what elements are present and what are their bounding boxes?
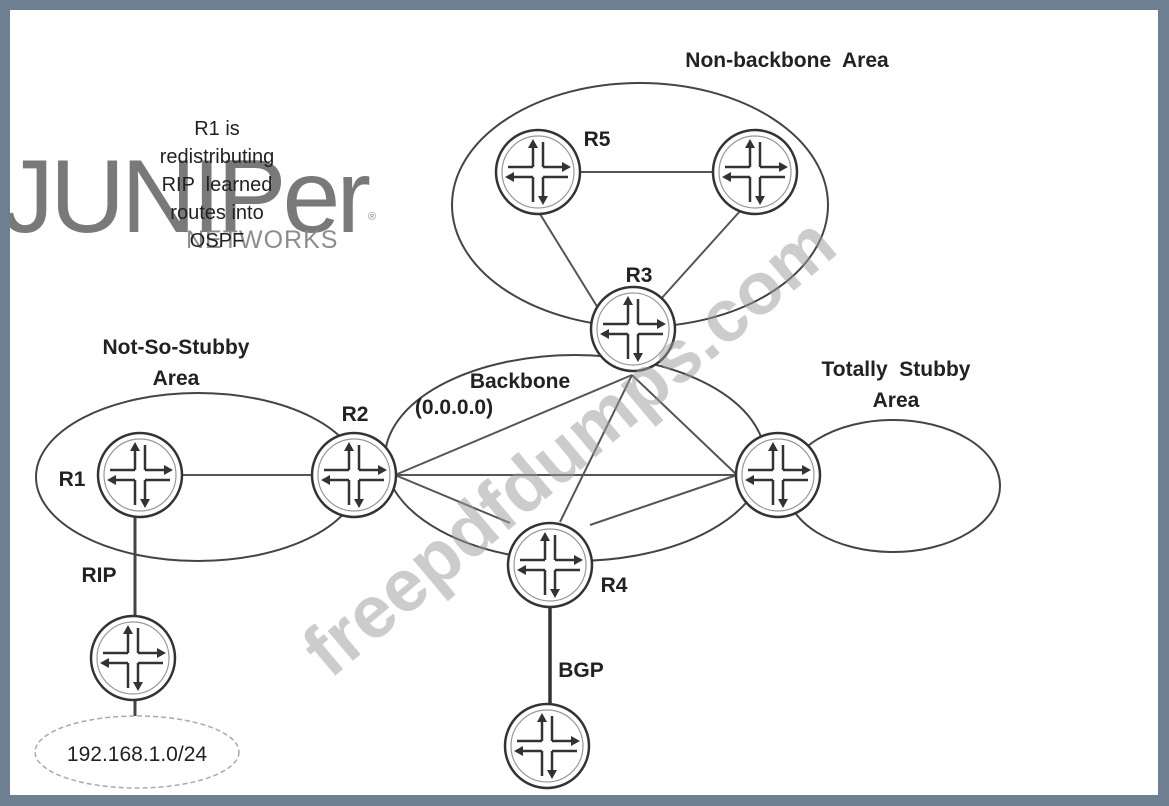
network-diagram: 192.168.1.0/24 Non-backbone Area Not-So-… (10, 49, 1001, 790)
r2-label: R2 (342, 403, 369, 426)
links (183, 171, 742, 526)
router-r2 (310, 431, 398, 519)
rip-label: RIP (81, 564, 116, 587)
juniper-logo-watermark: JUNIPer NETWORKS ® (10, 139, 376, 255)
nssa-area-label-line2: Area (153, 367, 200, 390)
bgp-label: BGP (558, 659, 604, 682)
note-line-4: routes into (170, 202, 263, 224)
juniper-logo-text: JUNIPer (10, 139, 369, 255)
redistribution-note: R1 is redistributing RIP learned routes … (160, 118, 275, 252)
router-r1 (96, 431, 184, 519)
note-line-2: redistributing (160, 146, 275, 168)
router-bgp-neighbor (503, 702, 591, 790)
juniper-networks-text: NETWORKS (186, 226, 338, 254)
backbone-area-label-line1: Backbone (470, 370, 570, 393)
diagram-frame: 192.168.1.0/24 Non-backbone Area Not-So-… (10, 10, 1158, 795)
cloud-label: 192.168.1.0/24 (67, 743, 207, 766)
note-line-3: RIP learned (162, 174, 273, 196)
backbone-area-label-line2: (0.0.0.0) (415, 396, 493, 419)
router-rip-neighbor (89, 614, 177, 702)
router-r5 (494, 128, 582, 216)
totally-stubby-area-label-line1: Totally Stubby (822, 358, 971, 381)
router-nonbackbone-right (711, 128, 799, 216)
note-line-1: R1 is (194, 118, 240, 140)
svg-text:®: ® (368, 211, 376, 223)
nssa-area-label-line1: Not-So-Stubby (103, 336, 250, 359)
r3-label: R3 (626, 264, 653, 287)
non-backbone-area-label: Non-backbone Area (685, 49, 889, 72)
r4-label: R4 (601, 574, 628, 597)
network-cloud: 192.168.1.0/24 (34, 715, 240, 789)
note-line-5: OSPF (190, 230, 244, 252)
r5-label: R5 (584, 128, 611, 151)
totally-stubby-area-label-line2: Area (873, 389, 920, 412)
r1-label: R1 (59, 468, 86, 491)
router-abr-totally-stubby (734, 431, 822, 519)
